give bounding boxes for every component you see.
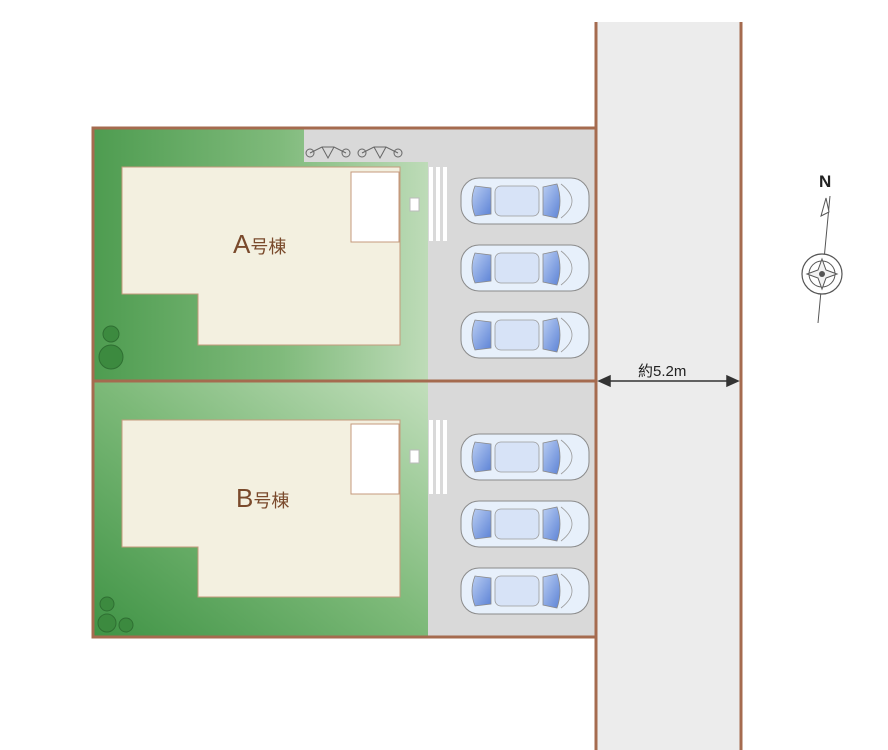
lot-a-parking-paving <box>304 128 596 162</box>
parked-car <box>460 500 590 548</box>
lot-a-meter-box <box>409 197 420 212</box>
road <box>596 22 741 750</box>
lot-b-suffix: 号棟 <box>253 491 290 511</box>
lot-a-approach-steps <box>429 167 447 241</box>
lot-b-entrance-porch <box>350 423 400 495</box>
lot-b-name: B <box>236 483 254 513</box>
compass-icon <box>801 195 843 324</box>
tree-icon <box>97 596 134 633</box>
lot-b-meter-box <box>409 449 420 464</box>
lot-b <box>91 379 598 639</box>
parked-car <box>460 311 590 359</box>
parked-car <box>460 567 590 615</box>
parked-cars <box>460 177 590 615</box>
lot-a-name: A <box>233 229 251 259</box>
lot-a-building <box>121 166 401 346</box>
lot-a-suffix: 号棟 <box>250 237 287 257</box>
lot-b-label: B号棟 <box>236 483 289 514</box>
lot-b-building <box>121 419 401 598</box>
road-width-dimension <box>597 374 740 388</box>
road-width-label: 約5.2m <box>638 363 687 380</box>
lot-b-boundary <box>91 379 598 639</box>
parked-car <box>460 244 590 292</box>
north-label: N <box>819 172 832 191</box>
bicycle-icon <box>357 146 403 160</box>
parked-car <box>460 177 590 225</box>
lot-a-entrance-porch <box>350 171 400 243</box>
parked-car <box>460 433 590 481</box>
tree-icon <box>98 325 124 370</box>
lot-a-label: A号棟 <box>233 229 286 260</box>
lot-b-approach-steps <box>429 420 447 494</box>
bicycle-icon <box>305 146 351 160</box>
